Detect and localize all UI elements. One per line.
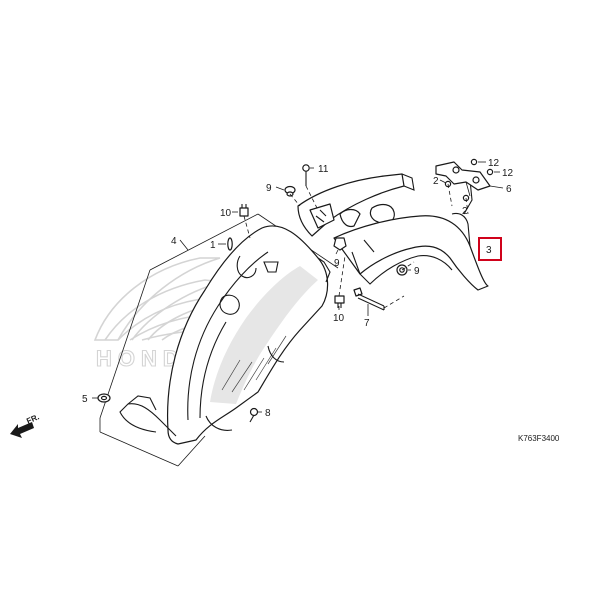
callout-3-highlight: 3	[478, 237, 502, 261]
bolt-8	[249, 407, 259, 423]
callout-12b: 12	[502, 168, 514, 179]
callout-9c: 9	[414, 266, 420, 277]
bolt-7	[353, 287, 385, 311]
clip-10b	[334, 295, 345, 308]
inner-fender	[119, 225, 331, 445]
bolts-2	[444, 180, 470, 202]
nuts-12	[470, 158, 494, 176]
callout-10a: 10	[220, 208, 232, 219]
callout-12a: 12	[488, 158, 500, 169]
callout-4: 4	[171, 236, 177, 247]
callout-8: 8	[265, 408, 271, 419]
callout-10b: 10	[333, 313, 345, 324]
washer-5	[97, 393, 111, 403]
callout-3: 3	[486, 245, 492, 256]
grommet-1	[227, 237, 233, 251]
callout-5: 5	[82, 394, 88, 405]
callout-1: 1	[210, 240, 216, 251]
callout-7: 7	[364, 318, 370, 329]
fasteners	[97, 158, 494, 423]
clip-10a	[239, 204, 249, 217]
rear-fender	[333, 179, 489, 291]
highlight-box	[478, 237, 502, 261]
direction-label: FR.	[25, 412, 40, 425]
leader-lines	[92, 161, 504, 413]
bolt-11	[302, 164, 310, 186]
callouts: 11 9 10 1 4 9 9 7 10 5 8 2 2 12 12 6	[82, 158, 514, 419]
callout-2a: 2	[433, 176, 439, 187]
fender-bracket	[297, 173, 415, 237]
arrow-icon	[10, 422, 34, 438]
callout-2b: 2	[462, 206, 468, 217]
front-direction-arrow: FR.	[10, 412, 41, 438]
assembly-dashes	[243, 183, 469, 309]
top-bracket	[435, 161, 491, 197]
diagram-code: K763F3400	[518, 434, 560, 443]
nut-9b	[333, 237, 347, 251]
callout-11: 11	[318, 164, 329, 175]
callout-9b: 9	[334, 258, 340, 269]
callout-9a: 9	[266, 183, 272, 194]
callout-6: 6	[506, 184, 512, 195]
